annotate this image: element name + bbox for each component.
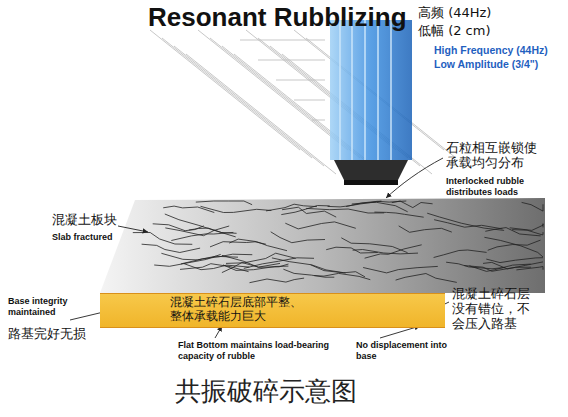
- diagram-caption: 共振破碎示意图: [175, 376, 357, 407]
- callout-label: No displacement into base: [356, 340, 451, 362]
- diagram-title: Resonant Rubblizing: [148, 2, 407, 33]
- callout-label: Slab fractured: [52, 232, 113, 243]
- callout-label: Flat Bottom maintains load-bearing capac…: [178, 340, 343, 362]
- callout-label: 低幅 (2 cm): [418, 23, 491, 39]
- callout-label: 混凝土板块: [52, 212, 117, 227]
- callout-label: Interlocked rubble distributes loads: [446, 176, 558, 198]
- rubble-base-band: 混凝土碎石层底部平整、 整体承载能力巨大: [100, 293, 445, 328]
- beam-stripes: [340, 20, 391, 160]
- rubblizer-foot: [334, 160, 408, 180]
- callout-label: 石粒相互嵌锁使 承载均匀分布: [446, 140, 546, 170]
- band-text: 混凝土碎石层底部平整、 整体承载能力巨大: [170, 296, 390, 324]
- foot-pad: [344, 180, 398, 185]
- crack-lines: [133, 201, 543, 283]
- resonant-beam: [330, 20, 412, 160]
- callout-label: 路基完好无损: [8, 326, 86, 341]
- callout-label: High Frequency (44Hz): [434, 44, 548, 57]
- callout-label: Base integrity maintained: [8, 296, 88, 318]
- leader-lines: [70, 158, 449, 338]
- concrete-slab: [100, 198, 545, 293]
- callout-label: Low Amplitude (3/4"): [434, 58, 538, 71]
- callout-label: 高频 (44Hz): [418, 5, 491, 21]
- callout-label: 混凝土碎石层 没有错位，不 会压入路基: [452, 286, 542, 331]
